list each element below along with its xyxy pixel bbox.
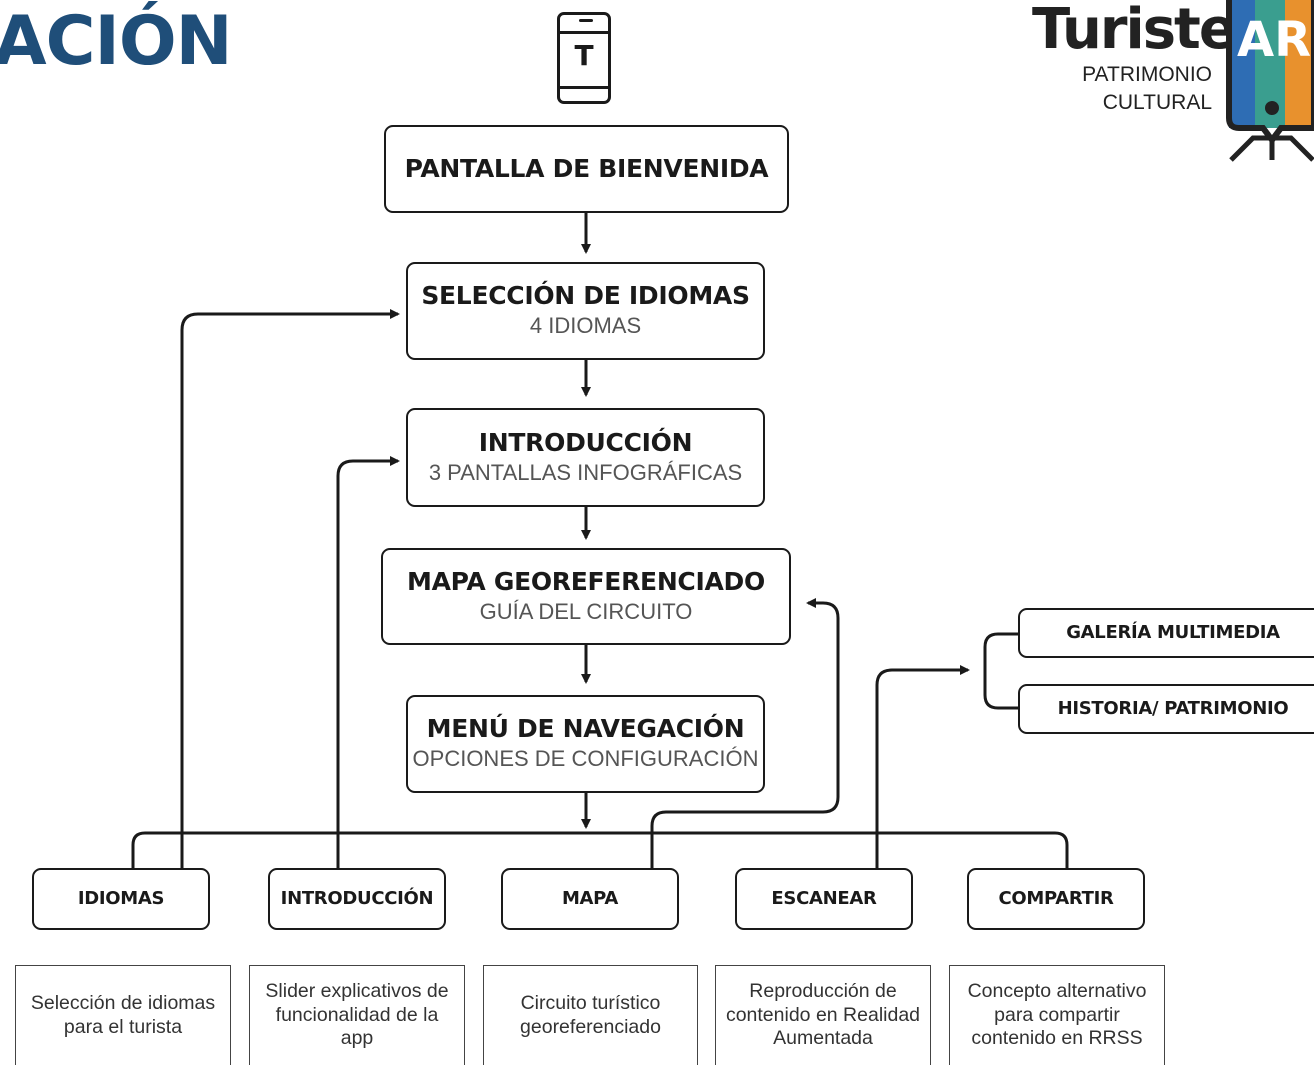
introduction-title: INTRODUCCIÓN (478, 427, 693, 457)
option-description-mapa: Circuito turístico georeferenciado (483, 965, 698, 1065)
navigation-menu-subtitle: OPCIONES DE CONFIGURACIÓN (412, 746, 759, 772)
map-title: MAPA GEOREFERENCIADO (407, 566, 765, 596)
turistear-logo: Turiste PATRIMONIO CULTURAL AR (1020, 0, 1314, 165)
option-label: IDIOMAS (77, 887, 165, 909)
language-selection-subtitle: 4 IDIOMAS (529, 313, 642, 339)
welcome-screen-box: PANTALLA DE BIENVENIDA (384, 125, 789, 213)
history-heritage-box: HISTORIA/ PATRIMONIO (1018, 684, 1314, 734)
option-label: INTRODUCCIÓN (280, 887, 434, 909)
map-box: MAPA GEOREFERENCIADO GUÍA DEL CIRCUITO (381, 548, 791, 645)
page-heading-fragment: ACIÓN (0, 2, 233, 81)
multimedia-gallery-label: GALERÍA MULTIMEDIA (1066, 621, 1280, 643)
arrow-escanear-to-targets (875, 665, 970, 868)
option-escanear: ESCANEAR (735, 868, 913, 930)
arrow-intro-option-to-intro (336, 456, 400, 868)
map-subtitle: GUÍA DEL CIRCUITO (479, 598, 693, 624)
introduction-subtitle: 3 PANTALLAS INFOGRÁFICAS (428, 459, 743, 485)
option-description-idiomas: Selección de idiomas para el turista (15, 965, 231, 1065)
logo-name: Turiste (1032, 0, 1237, 62)
logo-badge: AR (1237, 12, 1311, 68)
option-description-introduccion: Slider explicativos de funcionalidad de … (249, 965, 465, 1065)
history-heritage-label: HISTORIA/ PATRIMONIO (1057, 697, 1289, 719)
introduction-box: INTRODUCCIÓN 3 PANTALLAS INFOGRÁFICAS (406, 408, 765, 507)
option-label: COMPARTIR (998, 887, 1114, 909)
arrow-mapa-to-map (650, 598, 840, 868)
option-compartir: COMPARTIR (967, 868, 1145, 930)
navigation-menu-box: MENÚ DE NAVEGACIÓN OPCIONES DE CONFIGURA… (406, 695, 765, 793)
logo-line1: PATRIMONIO (1082, 63, 1212, 86)
logo-line2: CULTURAL (1102, 91, 1212, 114)
welcome-title: PANTALLA DE BIENVENIDA (404, 153, 769, 183)
option-label: MAPA (561, 887, 619, 909)
smartphone-icon: T (557, 12, 611, 104)
option-description-escanear: Reproducción de contenido en Realidad Au… (715, 965, 931, 1065)
navigation-menu-title: MENÚ DE NAVEGACIÓN (426, 714, 745, 744)
option-description-compartir: Concepto alternativo para compartir cont… (949, 965, 1165, 1065)
option-mapa: MAPA (501, 868, 679, 930)
options-bus (131, 831, 1069, 868)
option-label: ESCANEAR (771, 887, 877, 909)
multimedia-gallery-box: GALERÍA MULTIMEDIA (1018, 608, 1314, 658)
option-introduccion: INTRODUCCIÓN (268, 868, 446, 930)
option-idiomas: IDIOMAS (32, 868, 210, 930)
targets-bracket (983, 632, 1018, 710)
arrow-idiomas-to-languages (180, 309, 400, 868)
language-selection-box: SELECCIÓN DE IDIOMAS 4 IDIOMAS (406, 262, 765, 360)
phone-glyph: T (574, 39, 594, 72)
language-selection-title: SELECCIÓN DE IDIOMAS (421, 281, 750, 311)
map-pin-icon: AR (1226, 0, 1314, 162)
